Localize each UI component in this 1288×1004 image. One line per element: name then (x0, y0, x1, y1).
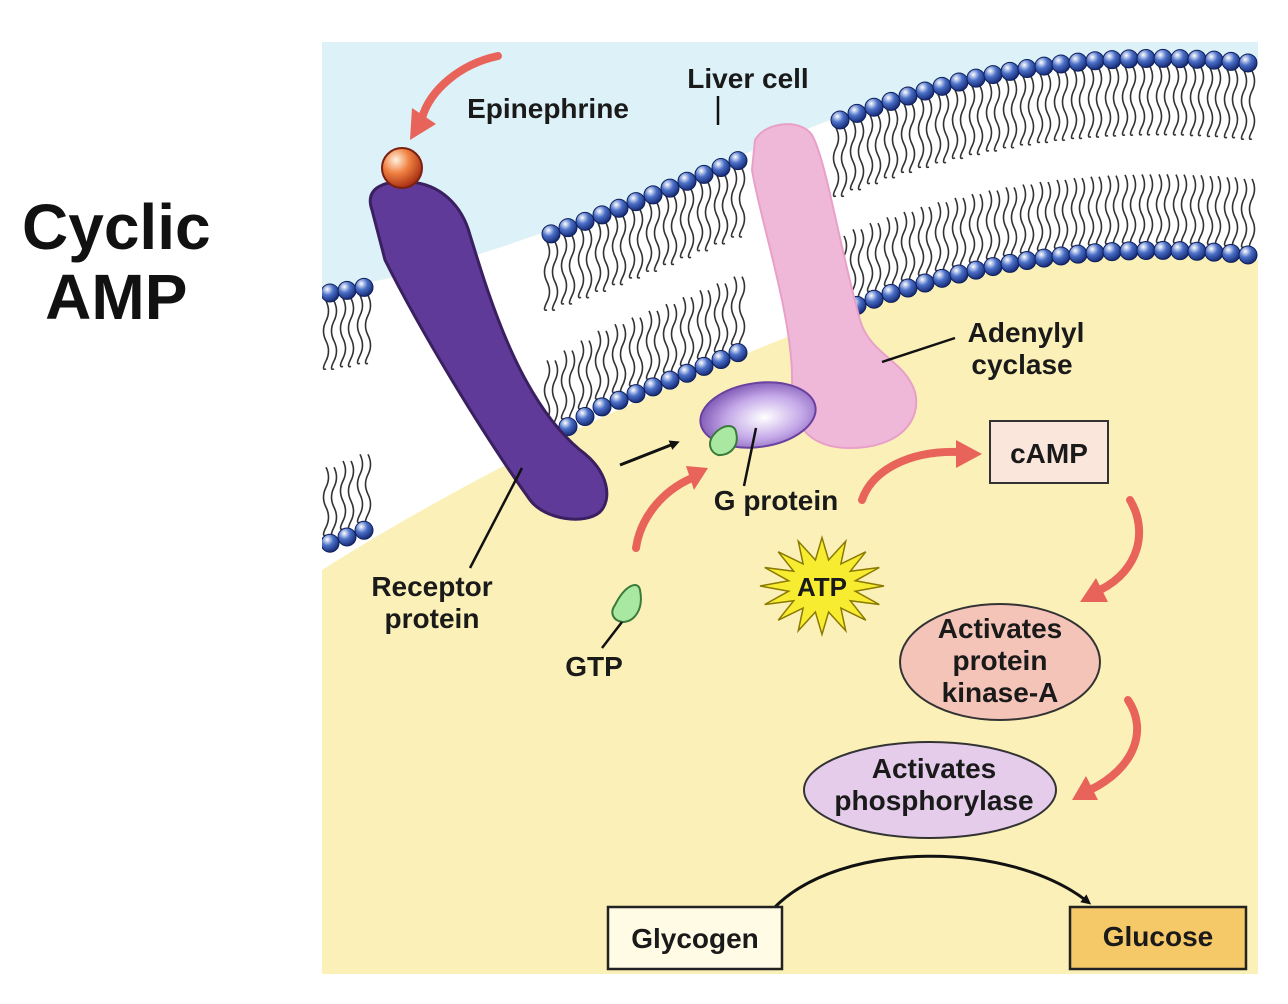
gdp-on-g-protein (709, 425, 738, 457)
conversion-arrow (772, 854, 1092, 910)
red-arrows (418, 52, 1144, 794)
phosphorylase-label-1: Activates (872, 753, 997, 784)
glycogen-label: Glycogen (631, 923, 759, 954)
camp-pka-arrow (1096, 496, 1144, 594)
epinephrine-label: Epinephrine (467, 93, 629, 124)
gtp-arrow (632, 474, 696, 552)
adenylyl-cyclase-label-2: cyclase (971, 349, 1072, 380)
phosphorylase-label-2: phosphorylase (834, 785, 1033, 816)
glucose-label: Glucose (1103, 921, 1213, 952)
receptor-protein-label-1: Receptor (371, 571, 492, 602)
pka-label-3: kinase-A (942, 677, 1059, 708)
pka-label-2: protein (953, 645, 1048, 676)
adenylyl-cyclase-shape (750, 123, 918, 450)
epinephrine-molecule (381, 147, 423, 189)
title-line-1: Cyclic (22, 191, 211, 263)
adenylyl-cyclase-label-1: Adenylyl (968, 317, 1085, 348)
g-protein-label: G protein (714, 485, 838, 516)
diagram-title: Cyclic AMP (22, 192, 211, 332)
gtp-molecule (611, 584, 642, 624)
phosphorylase-oval (803, 741, 1057, 839)
lipid-tails (322, 66, 1256, 537)
atp-burst (759, 534, 885, 638)
glycogen-box (606, 905, 784, 971)
pka-label-1: Activates (938, 613, 1063, 644)
receptor-protein-label-2: protein (385, 603, 480, 634)
red-arrowheads (410, 108, 1108, 800)
camp-box (989, 420, 1109, 484)
gtp-label: GTP (565, 651, 623, 682)
pka-phos-arrow (1086, 696, 1142, 794)
camp-label: cAMP (1010, 438, 1088, 469)
phospholipid-heads (322, 48, 1258, 553)
atp-camp-arrow (858, 447, 964, 504)
receptor-protein-shape (368, 180, 609, 521)
epinephrine-arrow (418, 52, 502, 122)
leader-lines (468, 96, 956, 649)
atp-label: ATP (797, 572, 847, 602)
title-line-2: AMP (45, 261, 188, 333)
pka-oval (899, 603, 1101, 721)
liver-cell-label: Liver cell (687, 63, 808, 94)
activation-arrow (619, 440, 680, 467)
glucose-box (1068, 905, 1248, 971)
